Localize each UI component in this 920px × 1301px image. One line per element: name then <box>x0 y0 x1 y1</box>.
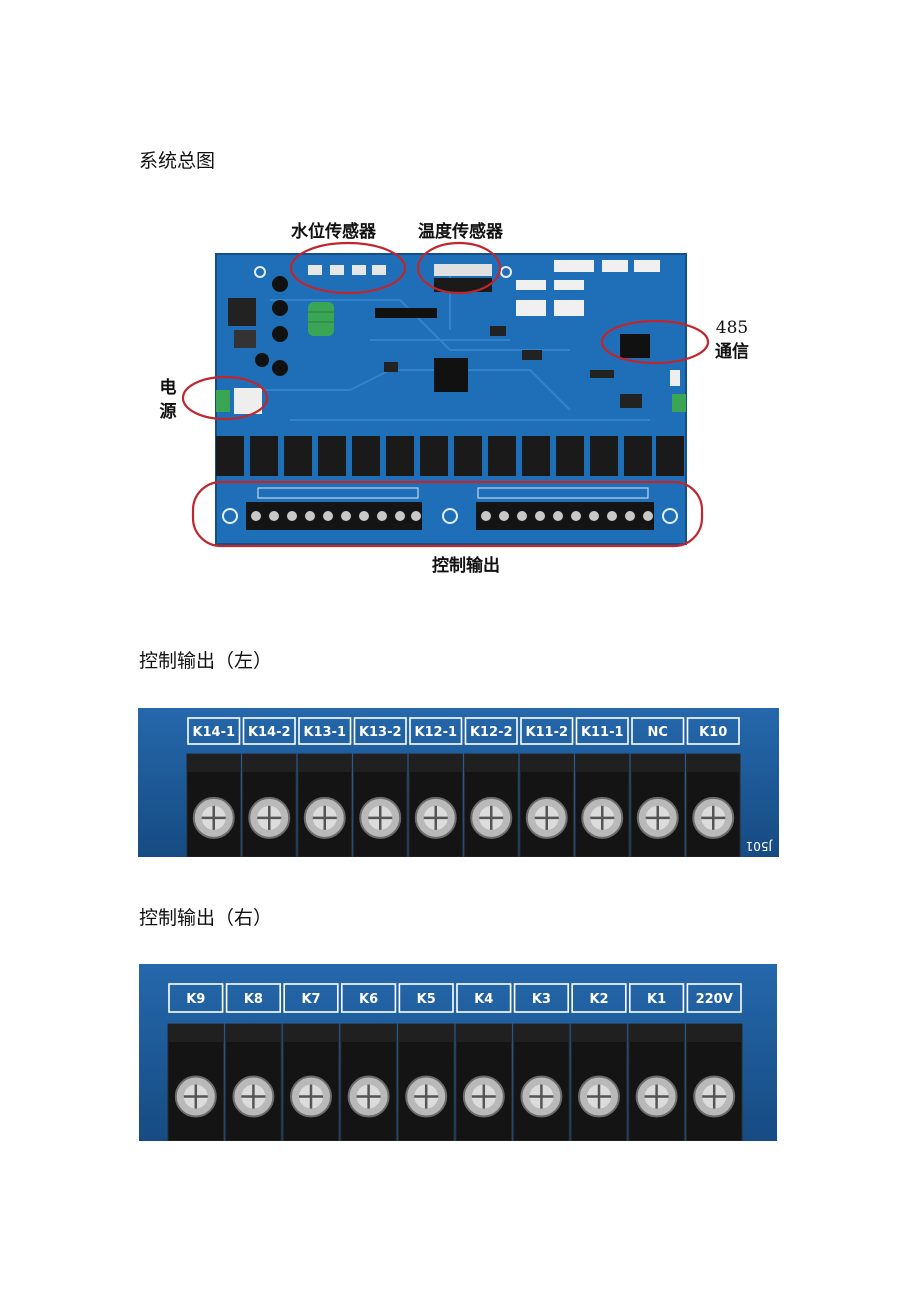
right-terminal-label: K7 <box>301 992 320 1007</box>
left-terminal: K12-2 <box>464 717 519 858</box>
label-power: 电 源 <box>158 376 178 424</box>
right-terminal-label: K5 <box>417 992 436 1007</box>
left-terminal: K10 <box>686 717 741 858</box>
left-terminal-label: K11-2 <box>525 725 568 740</box>
left-terminal-label: K14-1 <box>192 725 235 740</box>
green-inductor <box>308 302 334 336</box>
power-connector <box>216 390 230 412</box>
label-485-num: 485 <box>715 318 749 338</box>
rs485-chip <box>620 334 650 358</box>
right-terminal-label: K3 <box>532 992 551 1007</box>
top-connectors <box>516 260 660 316</box>
left-terminal-label: K11-1 <box>581 725 624 740</box>
left-terminal: K11-1 <box>575 717 630 858</box>
left-terminal-label: K12-1 <box>414 725 457 740</box>
right-terminal-label: K4 <box>474 992 493 1007</box>
temp-sensor-header <box>434 264 492 276</box>
left-terminal: NC <box>630 717 685 858</box>
right-terminal-image: K9 K8 K7 K6 K5 K4 K3 K2 K1 220V <box>139 964 777 1142</box>
left-terminal-image: K14-1 K14-2 K13-1 K13-2 K12-1 K12-2 K11-2 K11-1… <box>138 708 779 858</box>
left-terminal: K13-1 <box>297 717 352 858</box>
label-temp-sensor: 温度传感器 <box>418 222 503 242</box>
callout-485 <box>600 319 710 365</box>
right-terminal-label: K2 <box>589 992 608 1007</box>
label-485-text: 通信 <box>715 342 749 362</box>
left-terminal-label: K13-1 <box>303 725 346 740</box>
regulator <box>228 298 256 326</box>
right-terminal: K6 <box>340 983 397 1142</box>
callout-power <box>181 375 269 421</box>
capacitors <box>255 276 288 376</box>
left-terminal-label: NC <box>648 725 668 740</box>
label-485-comm: 485 通信 <box>712 316 752 364</box>
label-power-1: 电 <box>159 378 177 398</box>
callout-control-output <box>191 480 704 548</box>
label-water-sensor: 水位传感器 <box>291 222 376 242</box>
right-terminal-label: K8 <box>244 992 263 1007</box>
callout-temp-sensor <box>416 241 502 295</box>
left-terminal: K11-2 <box>519 717 574 858</box>
mcu-chip <box>434 358 468 392</box>
left-terminal-photo: K14-1 K14-2 K13-1 K13-2 K12-1 K12-2 K11-2 K11-1… <box>138 708 779 858</box>
relay-row <box>216 436 684 476</box>
pcb-overview-image <box>181 241 710 548</box>
label-power-2: 源 <box>159 402 177 422</box>
right-terminal: K8 <box>225 983 282 1142</box>
system-overview-figure: 水位传感器 温度传感器 485 通信 电 源 控制输出 <box>150 210 760 590</box>
right-terminal: K5 <box>397 983 455 1142</box>
left-board-mark: J501 <box>746 839 773 853</box>
right-terminal-label: 220V <box>696 992 733 1007</box>
overview-terminals <box>246 502 654 530</box>
left-terminal-label: K10 <box>699 725 727 740</box>
left-terminal: K14-1 <box>186 717 241 858</box>
right-terminal: K1 <box>628 983 685 1142</box>
left-terminal-label: K12-2 <box>470 725 513 740</box>
right-terminal: K3 <box>513 983 570 1142</box>
right-terminal: K4 <box>455 983 513 1142</box>
callout-circles <box>181 241 710 548</box>
left-terminal-label: K14-2 <box>248 725 291 740</box>
section-title-right: 控制输出（右） <box>139 907 273 929</box>
callout-water-sensor <box>289 241 407 295</box>
right-terminal-label: K9 <box>186 992 205 1007</box>
section-title-overview: 系统总图 <box>139 150 216 172</box>
right-terminal-label: K6 <box>359 992 378 1007</box>
left-terminal: K13-2 <box>353 717 408 858</box>
left-terminal-label: K13-2 <box>359 725 402 740</box>
right-terminal-photo: K9 K8 K7 K6 K5 K4 K3 K2 K1 220V <box>139 964 777 1142</box>
left-terminal: K12-1 <box>408 717 463 858</box>
right-terminal-label: K1 <box>647 992 666 1007</box>
right-terminal: K2 <box>570 983 628 1142</box>
pin-header <box>375 308 437 318</box>
section-title-left: 控制输出（左） <box>139 650 273 672</box>
right-terminal: 220V <box>685 983 743 1142</box>
right-terminal: K9 <box>167 983 225 1142</box>
right-terminal: K7 <box>282 983 340 1142</box>
left-terminal: K14-2 <box>242 717 297 858</box>
label-control-output: 控制输出 <box>432 556 500 576</box>
water-sensor-headers <box>308 265 386 275</box>
